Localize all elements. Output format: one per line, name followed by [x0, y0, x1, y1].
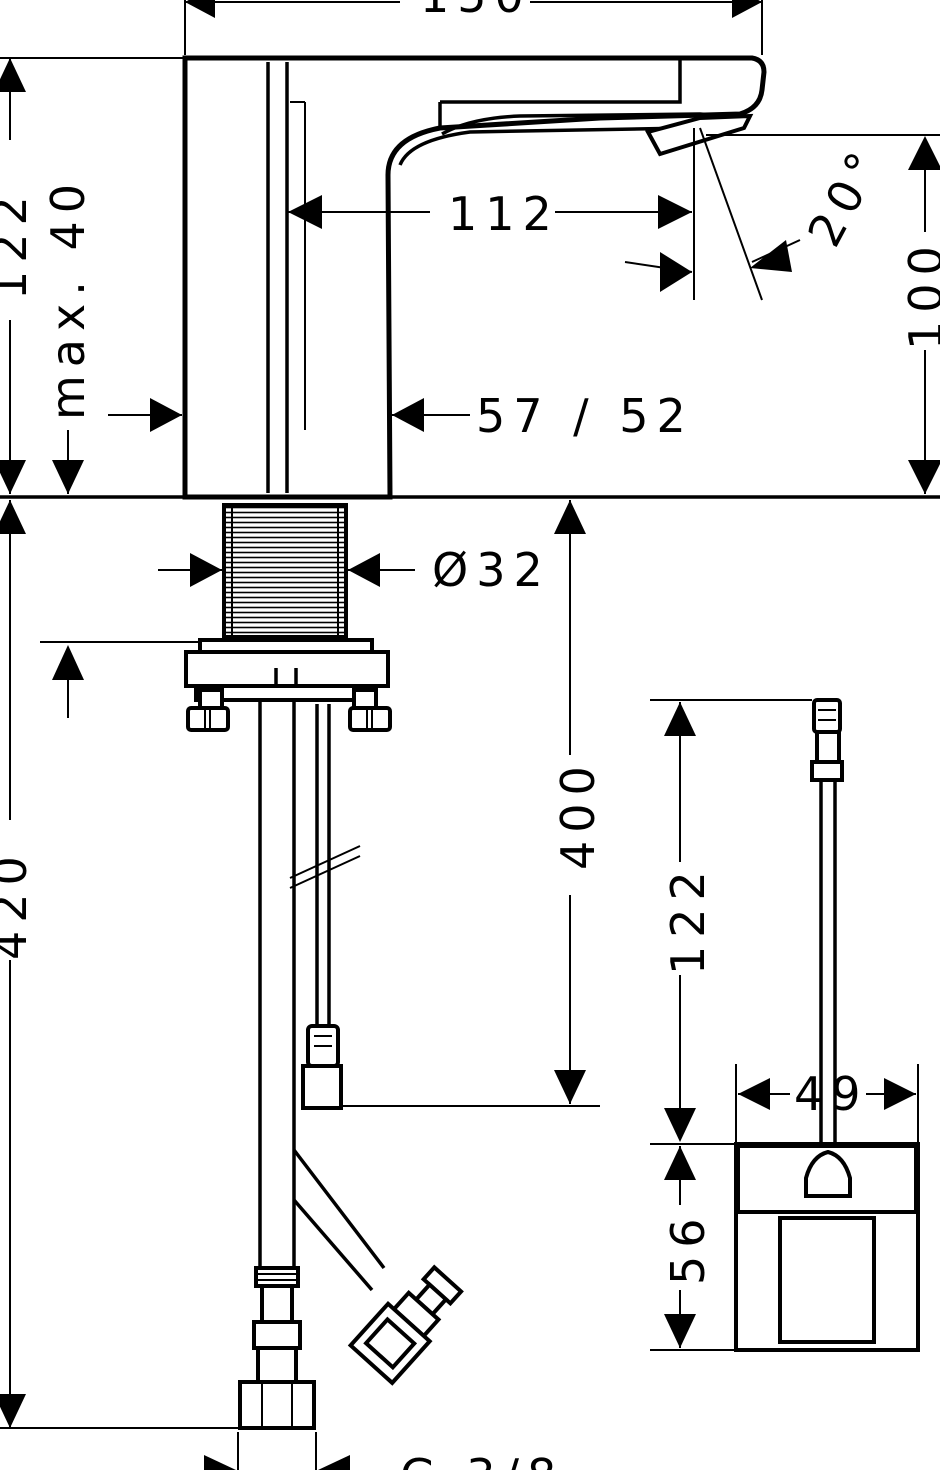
dim-top-width-label: 150 — [420, 0, 532, 23]
dimension-box-height: 56 — [650, 1143, 736, 1351]
dim-box-width-label: 49 — [794, 1067, 869, 1121]
dimension-box-width: 49 — [735, 1064, 919, 1144]
dim-body-width-label: 57 / 52 — [476, 389, 694, 443]
dim-connection-label: G 3/8 — [400, 1449, 564, 1470]
dimension-shank-diameter: Ø32 — [158, 543, 551, 597]
threaded-shank — [222, 503, 348, 639]
supply-hoses — [238, 700, 600, 1430]
dimension-hose-length: 420 — [0, 500, 240, 1429]
dim-box-cable-label: 122 — [661, 863, 715, 975]
dim-shank-diameter-label: Ø32 — [432, 543, 551, 597]
dim-spout-height-label: 100 — [899, 238, 940, 350]
control-box — [734, 698, 920, 1352]
dim-spout-reach-label: 112 — [448, 187, 560, 241]
dim-total-height-label: 122 — [0, 188, 37, 300]
dimension-total-height: 122 — [0, 57, 185, 494]
dimension-spout-height: 100 — [706, 134, 940, 494]
dimension-body-width: 57 / 52 — [108, 389, 694, 443]
dim-angle-label: 20° — [797, 137, 894, 256]
dimension-cable-length: 400 — [551, 500, 605, 1104]
dim-hose-length-label: 420 — [0, 848, 37, 960]
dimension-max-40: max. 40 — [41, 176, 95, 494]
faucet-body — [182, 55, 767, 500]
dimension-connection: G 3/8 — [204, 1432, 564, 1470]
dimension-spout-reach: 112 — [288, 128, 695, 300]
mounting-assembly — [40, 638, 392, 732]
dim-cable-length-label: 400 — [551, 758, 605, 870]
dim-box-height-label: 56 — [661, 1210, 715, 1285]
dimension-box-cable: 122 — [650, 699, 812, 1142]
dimension-top-width: 150 — [184, 0, 763, 55]
dim-max-40-label: max. 40 — [41, 176, 95, 420]
